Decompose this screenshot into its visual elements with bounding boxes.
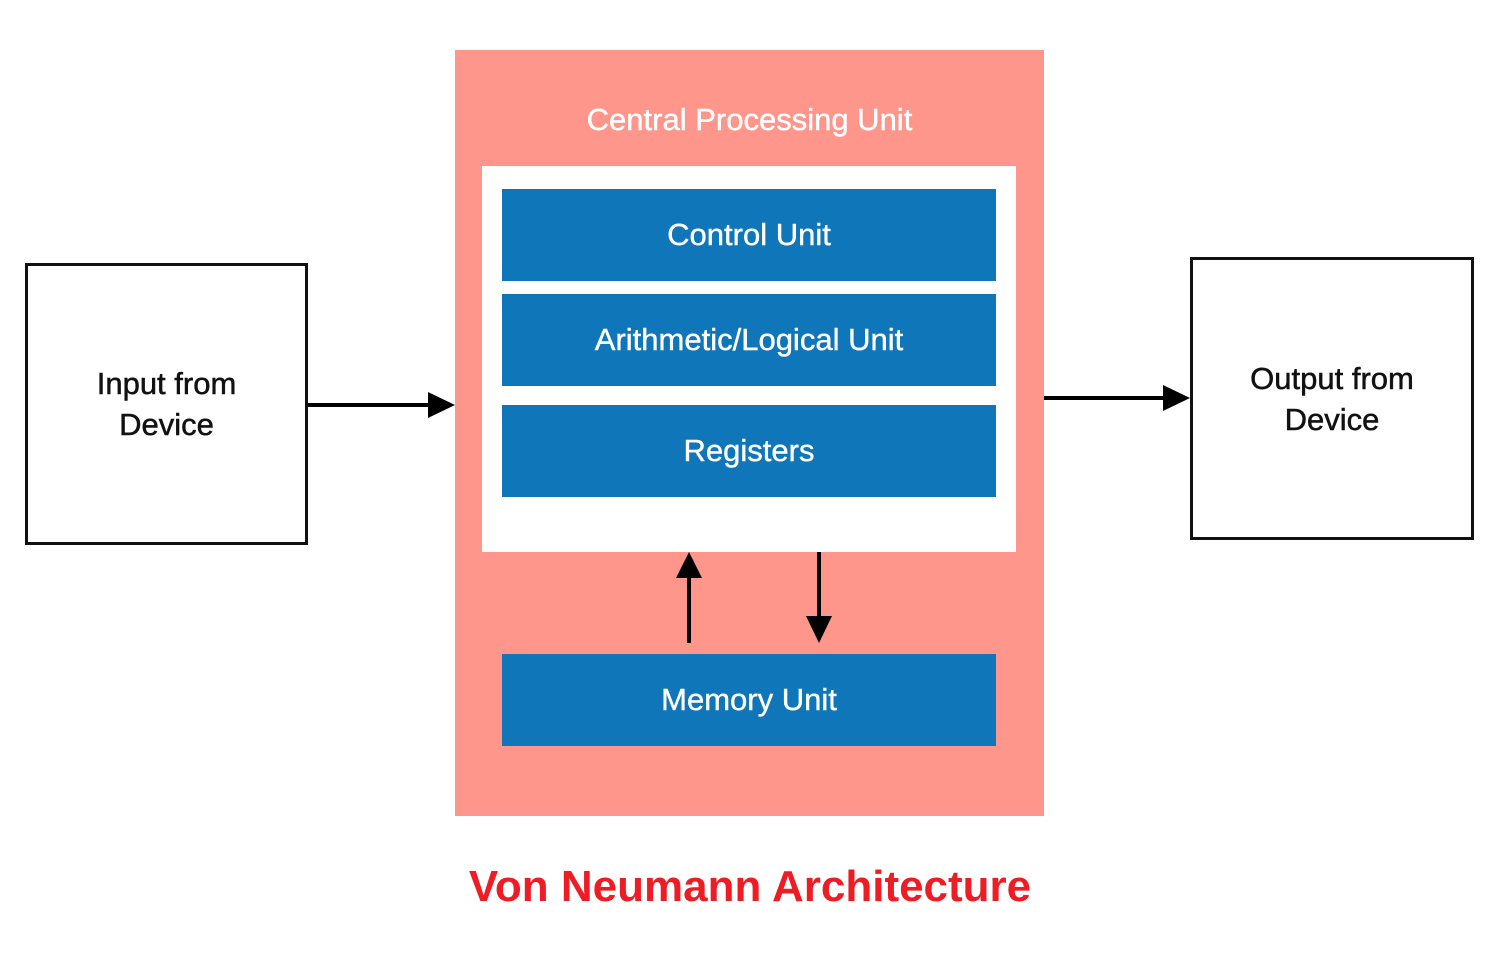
cpu-inner-panel: Control Unit Arithmetic/Logical Unit Reg… (482, 166, 1016, 552)
input-device-label: Input from Device (96, 366, 237, 443)
output-device-box: Output from Device (1190, 257, 1474, 540)
diagram-caption: Von Neumann Architecture (468, 862, 1032, 911)
input-to-cpu-arrow (308, 392, 455, 418)
cpu-container: Central Processing Unit Control Unit Ari… (455, 50, 1044, 816)
cpu-to-output-arrow (1044, 385, 1190, 411)
alu-unit: Arithmetic/Logical Unit (502, 294, 996, 386)
memory-unit: Memory Unit (502, 654, 996, 746)
memory-to-cpu-arrow (676, 552, 702, 643)
registers-unit: Registers (502, 405, 996, 497)
output-device-label: Output from Device (1250, 360, 1414, 437)
control-unit: Control Unit (502, 189, 996, 281)
cpu-title: Central Processing Unit (586, 102, 913, 137)
cpu-to-memory-arrow (806, 552, 832, 643)
input-device-box: Input from Device (25, 263, 308, 545)
